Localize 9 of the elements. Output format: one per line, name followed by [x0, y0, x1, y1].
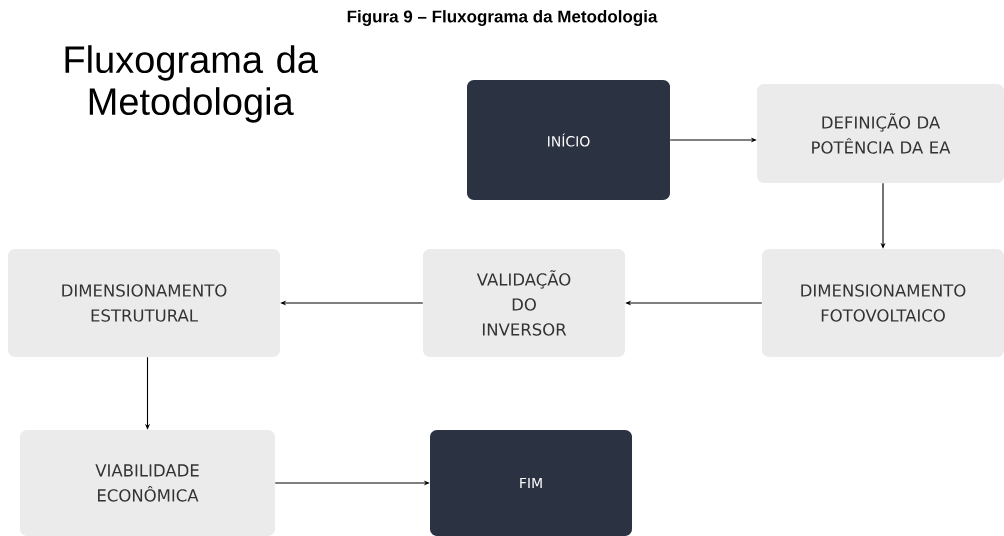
diagram-heading: Fluxograma da Metodologia	[65, 45, 318, 123]
process-box: DIMENSIONAMENTO ESTRUTURAL	[8, 249, 280, 357]
process-box: DEFINIÇÃO DA POTÊNCIA DA EA	[757, 84, 1004, 183]
process-box: VALIDAÇÃO DO INVERSOR	[423, 249, 625, 357]
process-box: VIABILIDADE ECONÔMICA	[20, 430, 275, 536]
start-end-box: INÍCIO	[467, 80, 670, 200]
figure-title: Figura 9 – Fluxograma da Metodologia	[347, 10, 658, 26]
process-box: DIMENSIONAMENTO FOTOVOLTAICO	[762, 249, 1004, 357]
start-end-box: FIM	[430, 430, 632, 536]
